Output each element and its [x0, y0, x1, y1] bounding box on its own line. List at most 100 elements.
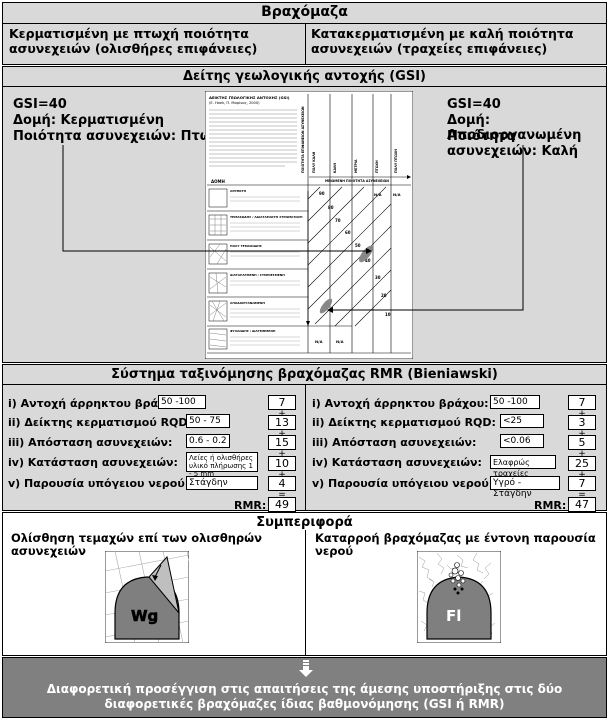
- gsi-chart-line-80: 80: [328, 205, 334, 210]
- gsi-title-divider: [3, 86, 606, 87]
- gsi-chart-na-2: N/A: [393, 192, 401, 197]
- rmr-left-label-2: ii) Δείκτης κερματισμού RQD:: [8, 416, 192, 429]
- rmr-left-input-5: Στάγδην: [186, 476, 258, 490]
- rmr-right-score-4: 25: [568, 456, 596, 471]
- rmr-right-label-1: i) Αντοχή άρρηκτου βράχου:: [312, 397, 489, 410]
- rmr-right-input-1: 50 -100: [490, 395, 540, 409]
- gsi-chart-row-lines: [207, 210, 411, 354]
- gsi-left-value: GSI=40: [13, 97, 67, 112]
- gsi-chart-structure-5: ΑΠΟΔΙΟΡΓΑΝΩΜΕΝΗ: [230, 301, 265, 305]
- behaviour-mid-divider: [305, 530, 306, 655]
- gsi-chart-iso-lines: [307, 186, 392, 327]
- gsi-chart-header-sub: (Ε. Hoek, Π. Μαρίνος, 2000): [209, 101, 260, 105]
- gsi-chart-col-4: ΠΤΩΧΗ: [375, 160, 379, 173]
- rmr-right-plus-1: +: [578, 409, 586, 419]
- behaviour-right-caption: Καταρροή βραχόμαζας με έντονη παρουσία ν…: [315, 531, 596, 558]
- rock-mass-title: Βραχόμαζα: [261, 4, 348, 20]
- rmr-right-score-1: 7: [568, 395, 596, 410]
- rmr-left-total: 49: [268, 497, 296, 512]
- rmr-right-plus-3: +: [578, 449, 586, 459]
- rmr-right-input-4: Ελαφρώς τραχείες: [490, 455, 556, 478]
- rmr-left-label-5: v) Παρουσία υπόγειου νερού:: [8, 477, 190, 490]
- rmr-title-divider: [3, 384, 606, 385]
- gsi-chart-col-2: ΚΑΛΗ: [333, 163, 337, 173]
- rmr-left-total-label: RMR:: [234, 499, 267, 512]
- rmr-left-input-3: 0.6 - 0.2: [186, 434, 230, 448]
- wedge-label: Wg: [131, 607, 159, 626]
- gsi-chart-line-50: 50: [355, 243, 361, 248]
- sliding-wedge: [148, 555, 180, 614]
- rmr-left-equals: =: [278, 490, 286, 500]
- rmr-right-total-label: RMR:: [534, 499, 567, 512]
- rock-mass-panel: Βραχόμαζα Κερματισμένη με πτωχή ποιότητα…: [2, 2, 607, 65]
- behaviour-title: Συμπεριφορά: [256, 515, 353, 530]
- gsi-left-quality: Ποιότητα ασυνεχειών: Πτωχή: [13, 129, 229, 144]
- rmr-left-score-5: 4: [268, 476, 296, 491]
- rmr-left-input-4: Λείες ή ολισθήρες υλικό πλήρωσης 1 - 5 m…: [186, 452, 258, 478]
- gsi-right-structure: Δομή: Αποδιοργανωμένη: [447, 113, 582, 143]
- gsi-chart-structure-1: ΑΡΡΗΚΤΗ: [230, 189, 247, 193]
- behaviour-left-caption: Ολίσθηση τεμαχών επί των ολισθηρών ασυνε…: [11, 531, 262, 558]
- gsi-chart-header-title: ΔΕΙΚΤΗΣ ΓΕΩΛΟΓΙΚΗΣ ΑΝΤΟΧΗΣ (GSI): [209, 95, 290, 100]
- conclusion-arrow-icon: [299, 660, 313, 677]
- gsi-chart-col-5: ΠΟΛΥ ΠΤΩΧΗ: [394, 149, 398, 173]
- rmr-right-equals: =: [578, 490, 586, 500]
- rock-mass-divider: [3, 23, 606, 24]
- rmr-right-input-5: Υγρό - Στάγδην: [490, 476, 560, 499]
- gsi-title: Δείτης γεωλογικής αντοχής (GSI): [183, 69, 426, 84]
- gsi-chart-line-70: 70: [335, 218, 341, 223]
- flowing-failure-illustration: [417, 551, 501, 643]
- rmr-right-total: 47: [568, 497, 596, 512]
- gsi-panel: Δείτης γεωλογικής αντοχής (GSI) GSI=40 Δ…: [2, 66, 607, 363]
- rmr-right-input-3: <0.06: [500, 434, 544, 448]
- gsi-chart-structure-label: ΔΟΜΗ: [211, 179, 225, 184]
- rmr-mid-divider: [305, 384, 306, 510]
- gsi-chart: ΔΕΙΚΤΗΣ ΓΕΩΛΟΓΙΚΗΣ ΑΝΤΟΧΗΣ (GSI) (Ε. Hoe…: [205, 91, 413, 359]
- rmr-left-plus-4: +: [278, 470, 286, 480]
- gsi-chart-zone-right: [319, 298, 333, 314]
- rmr-left-plus-3: +: [278, 449, 286, 459]
- rmr-title: Σύστημα ταξινόμησης βραχόμαζας RMR (Bien…: [111, 367, 498, 382]
- gsi-chart-col-3: ΜΕΤΡΙΑ: [354, 159, 358, 173]
- rock-mass-left-text: Κερματισμένη με πτωχή ποιότητα ασυνεχειώ…: [9, 26, 258, 56]
- rmr-right-label-3: iii) Απόσταση ασυνεχειών:: [312, 436, 477, 449]
- rmr-left-input-2: 50 - 75: [186, 414, 230, 428]
- gsi-chart-na-4: N/A: [336, 339, 344, 344]
- rmr-left-plus-2: +: [278, 429, 286, 439]
- rmr-left-input-1: 50 -100: [158, 395, 206, 409]
- gsi-chart-quality-axis: ΠΟΙΟΤΗΤΑ ΕΠΙΦΑΝΕΙΩΝ ΑΣΥΝΕΧΕΙΩΝ: [301, 106, 305, 173]
- rmr-right-score-5: 7: [568, 476, 596, 491]
- gsi-chart-na-1: N/A: [374, 192, 382, 197]
- rmr-right-label-5: v) Παρουσία υπόγειου νερού:: [312, 477, 494, 490]
- rmr-left-label-1: i) Αντοχή άρρηκτου βράχου:: [8, 397, 185, 410]
- gsi-chart-quality-decrease: ΜΕΙΩΜΕΝΗ ΠΟΙΟΤΗΤΑ ΑΣΥΝΕΧΕΙΩΝ: [325, 179, 389, 183]
- behaviour-panel: Συμπεριφορά Ολίσθηση τεμαχών επί των ολι…: [2, 512, 607, 656]
- gsi-chart-line-10: 10: [385, 312, 391, 317]
- rmr-left-score-2: 13: [268, 415, 296, 430]
- rmr-right-score-2: 3: [568, 415, 596, 430]
- rock-mass-mid-divider: [305, 23, 306, 65]
- rmr-right-score-3: 5: [568, 435, 596, 450]
- rock-mass-right-text: Κατακερματισμένη με καλή ποιότητα ασυνεχ…: [311, 26, 574, 56]
- gsi-right-value: GSI=40: [447, 97, 501, 112]
- gsi-chart-line-30: 30: [375, 275, 381, 280]
- gsi-connectors: [62, 145, 524, 313]
- rmr-right-plus-4: +: [578, 470, 586, 480]
- wedge-failure-illustration: [105, 551, 189, 643]
- flow-debris: [448, 562, 466, 588]
- flow-label: Fl: [446, 607, 462, 625]
- gsi-chart-structure-3: ΠΟΛΥ ΤΕΜΑΧΩΔΗΣ: [230, 244, 262, 248]
- rmr-left-score-1: 7: [268, 395, 296, 410]
- gsi-chart-structure-2: ΤΕΜΑΧΩΔΗΣ / ΑΔΙΑΤΑΡΑΚΤΗ ΣΤΡΩΜΑΤΩΣΗ: [230, 215, 303, 219]
- gsi-chart-line-60: 60: [345, 230, 351, 235]
- rmr-right-label-2: ii) Δείκτης κερματισμού RQD:: [312, 416, 496, 429]
- gsi-chart-line-20: 20: [381, 293, 387, 298]
- gsi-chart-col-1: ΠΟΛΥ ΚΑΛΗ: [312, 151, 316, 173]
- rmr-left-score-4: 10: [268, 456, 296, 471]
- rmr-left-score-3: 15: [268, 435, 296, 450]
- gsi-chart-na-3: N/A: [315, 339, 323, 344]
- rmr-left-label-4: iv) Κατάσταση ασυνεχειών:: [8, 456, 178, 469]
- conclusion-panel: Διαφορετική προσέγγιση στις απαιτήσεις τ…: [2, 657, 607, 718]
- conclusion-text: Διαφορετική προσέγγιση στις απαιτήσεις τ…: [46, 682, 563, 711]
- rmr-right-input-2: <25: [500, 414, 544, 428]
